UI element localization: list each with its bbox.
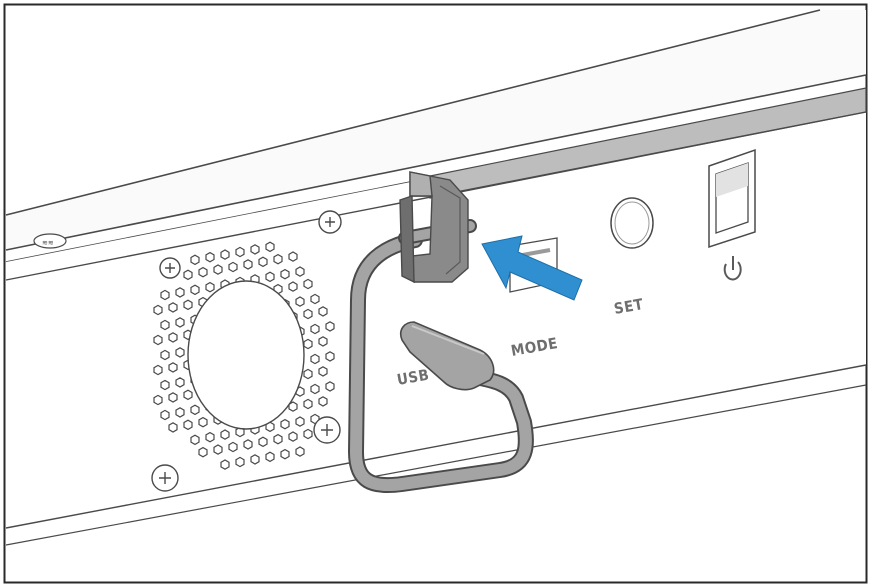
vent-hole [318, 366, 328, 377]
vent-hole [183, 389, 193, 401]
vent-hole [295, 266, 305, 277]
vent-hole [175, 317, 185, 328]
vent-hole [205, 431, 215, 443]
power-switch [708, 148, 756, 249]
vent-hole [153, 334, 163, 346]
vent-hole [303, 428, 313, 440]
power-icon [723, 256, 742, 281]
usb-label: USB [396, 366, 431, 389]
vent-hole [160, 379, 170, 391]
screw-icon [151, 210, 342, 492]
vent-hole [295, 446, 305, 457]
vent-hole [273, 433, 283, 445]
vent-hole [235, 456, 245, 468]
vent-hole [280, 448, 290, 460]
cable-clip-icon [399, 171, 469, 284]
vent-hole [303, 398, 313, 410]
vent-hole [160, 349, 170, 361]
vent-hole [235, 426, 245, 438]
vent-hole [168, 392, 178, 403]
vent-hole [198, 266, 208, 278]
vent-hole [280, 268, 290, 280]
vent-hole [183, 269, 193, 281]
vent-hole [258, 256, 268, 268]
insert-arrow-icon [481, 235, 583, 301]
vent-hole [310, 353, 320, 365]
vent-hole [220, 429, 230, 440]
vent-hole [288, 281, 298, 292]
vent-hole [175, 347, 185, 358]
vent-hole [235, 246, 245, 258]
vent-hole [265, 451, 275, 463]
vent-hole [325, 351, 335, 362]
vent-hole [228, 261, 238, 273]
vent-hole [153, 364, 163, 376]
vent-hole [175, 287, 185, 298]
vent-hole [318, 306, 328, 317]
vent-hole [175, 377, 185, 388]
vent-hole [190, 254, 200, 266]
vent-hole [310, 323, 320, 335]
vent-hole [303, 368, 313, 380]
vent-hole [205, 251, 215, 263]
vent-hole [160, 319, 170, 331]
vent-hole [220, 459, 230, 470]
vent-hole [175, 407, 185, 418]
vent-hole [198, 416, 208, 428]
vent-hole [295, 416, 305, 427]
vent-hole [168, 362, 178, 373]
vent-hole [303, 338, 313, 350]
vent-hole [310, 383, 320, 395]
vent-hole [325, 381, 335, 392]
vent-hole [318, 396, 328, 407]
vent-hole [205, 281, 215, 293]
vent-hole [183, 419, 193, 431]
vent-hole [168, 422, 178, 433]
vent-hole [168, 332, 178, 343]
vent-hole [228, 441, 238, 453]
vent-hole [310, 293, 320, 305]
vent-hole [303, 278, 313, 290]
vent-hole [288, 431, 298, 442]
vent-hole [160, 289, 170, 301]
vent-hole [273, 253, 283, 265]
vent-hole [250, 454, 260, 465]
vent-hole [183, 299, 193, 311]
vent-hole [288, 251, 298, 262]
vent-hole [220, 249, 230, 260]
vent-hole [190, 434, 200, 446]
model-badge: ≋≋ [33, 233, 67, 249]
vent-hole [243, 439, 253, 450]
vent-hole [168, 302, 178, 313]
vent-hole [153, 304, 163, 316]
vent-hole [190, 404, 200, 416]
vent-hole [198, 446, 208, 458]
vent-hole [160, 409, 170, 421]
vent-hole [265, 271, 275, 283]
vent-hole [295, 296, 305, 307]
vent-hole [303, 308, 313, 320]
vent-hole [258, 436, 268, 448]
vent-hole [318, 336, 328, 347]
vent-hole [243, 259, 253, 270]
vent-hole [280, 418, 290, 430]
set-button [610, 197, 654, 249]
fan-vent-icon [153, 241, 335, 470]
vent-hole [153, 394, 163, 406]
set-label: SET [613, 295, 646, 318]
vent-hole [265, 241, 275, 253]
vent-hole [325, 321, 335, 332]
usb-c-plug-icon [399, 321, 495, 391]
vent-hole [213, 444, 223, 455]
vent-hole [250, 244, 260, 255]
vent-hole [213, 264, 223, 275]
svg-text:≋≋: ≋≋ [42, 240, 54, 247]
vent-hole [190, 284, 200, 296]
